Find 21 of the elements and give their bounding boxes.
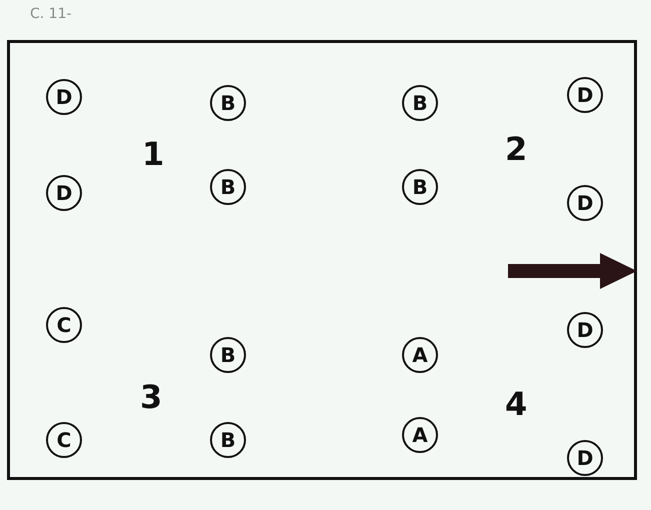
figure-title: C. 11- xyxy=(30,6,72,22)
group-number: 3 xyxy=(140,378,162,416)
letter-circle: B xyxy=(210,422,246,458)
letter-circle: C xyxy=(46,422,82,458)
group-number: 4 xyxy=(505,385,528,423)
letter-circle: D xyxy=(567,77,603,113)
group-number: 1 xyxy=(142,135,164,173)
letter-circle: D xyxy=(46,79,82,115)
letter-circle: B xyxy=(210,169,246,205)
letter-circle: D xyxy=(567,185,603,221)
letter-circle: C xyxy=(46,307,82,343)
letter-circle: D xyxy=(567,440,603,476)
letter-circle: B xyxy=(402,85,438,121)
letter-circle: B xyxy=(402,169,438,205)
letter-circle: D xyxy=(46,175,82,211)
letter-circle: B xyxy=(210,337,246,373)
group-number: 2 xyxy=(505,130,528,168)
letter-circle: D xyxy=(567,312,603,348)
letter-circle: A xyxy=(402,417,438,453)
letter-circle: A xyxy=(402,337,438,373)
letter-circle: B xyxy=(210,85,246,121)
